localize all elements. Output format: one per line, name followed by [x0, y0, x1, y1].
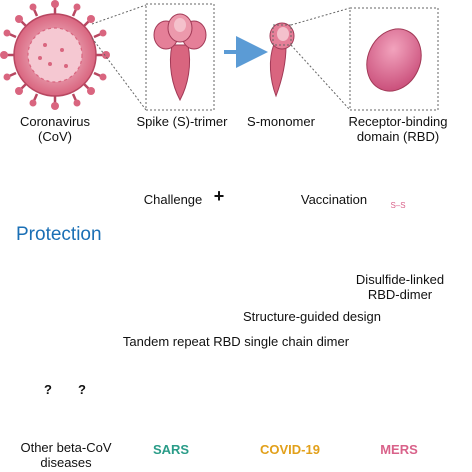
unknown-mark-right: ?	[78, 382, 86, 397]
coronavirus-icon	[0, 0, 110, 110]
spike-trimer-label: Spike (S)-trimer	[136, 114, 228, 129]
sars-label: SARS	[152, 442, 190, 457]
structure-guided-label: Structure-guided design	[242, 309, 382, 324]
disulfide-dimer-label: Disulfide-linked RBD-dimer	[355, 272, 445, 302]
rbd-box	[349, 7, 439, 111]
coronavirus-label: Coronavirus (CoV)	[19, 114, 91, 144]
s-monomer-label: S-monomer	[247, 114, 315, 129]
ss-bond-label: S–S	[390, 201, 406, 210]
spike-trimer-box	[145, 3, 215, 111]
zoom-lines-rbd	[272, 7, 351, 111]
plus-sign: +	[213, 186, 225, 206]
spike-trimer-icon	[153, 13, 207, 102]
challenge-label: Challenge	[143, 192, 203, 207]
covid-label: COVID-19	[260, 442, 320, 457]
mers-label: MERS	[380, 442, 418, 457]
rbd-label: Receptor-binding domain (RBD)	[348, 114, 448, 144]
protection-label: Protection	[16, 224, 102, 245]
rbd-icon	[366, 28, 422, 92]
s-monomer-icon	[269, 22, 295, 98]
unknown-mark-left: ?	[44, 382, 52, 397]
other-diseases-label: Other beta-CoV diseases	[20, 440, 112, 470]
vaccination-label: Vaccination	[300, 192, 368, 207]
tandem-repeat-label: Tandem repeat RBD single chain dimer	[122, 334, 350, 349]
zoom-lines	[91, 4, 147, 111]
